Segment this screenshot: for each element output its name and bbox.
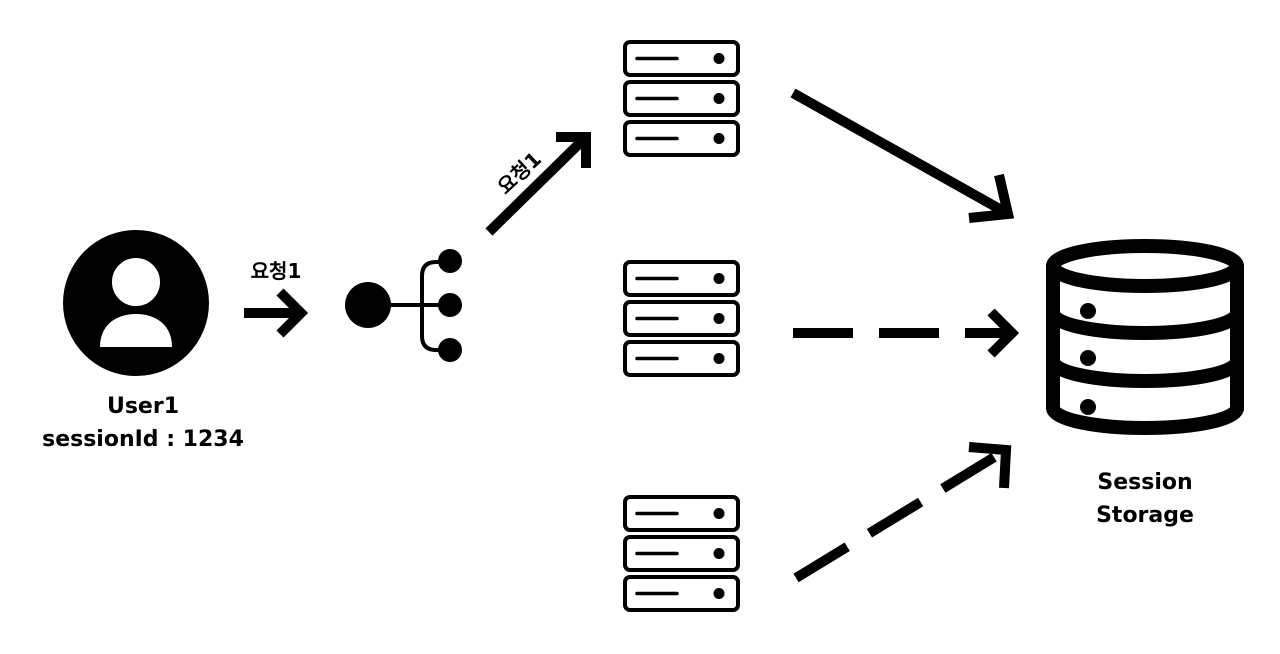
storage-arrow-solid	[790, 88, 1015, 223]
storage-arrow-dashed-middle	[793, 308, 1020, 358]
user-name: User1	[107, 394, 179, 419]
user-avatar-icon	[63, 230, 209, 376]
storage-label-line2: Storage	[1096, 503, 1194, 528]
request-label-1: 요청1	[251, 259, 302, 283]
server-rack-icon	[625, 42, 738, 155]
load-balancer-icon	[345, 249, 462, 362]
storage-arrow-dashed-bottom	[793, 442, 1012, 583]
request-label-2: 요청1	[492, 147, 545, 199]
session-id-label: sessionId : 1234	[42, 427, 244, 452]
request-arrow-user-to-balancer	[244, 288, 309, 338]
storage-label-line1: Session	[1097, 470, 1192, 495]
server-rack-icon	[625, 497, 738, 610]
database-icon	[1046, 239, 1244, 435]
request-arrow-balancer-to-server	[485, 132, 591, 236]
server-rack-icon	[625, 262, 738, 375]
